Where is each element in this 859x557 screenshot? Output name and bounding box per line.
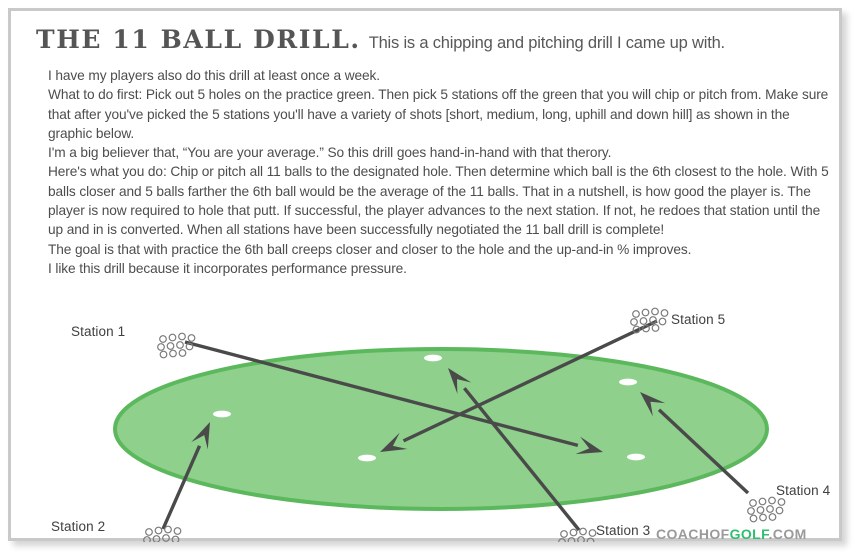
golf-ball — [588, 529, 597, 537]
golf-ball — [651, 307, 659, 316]
golf-ball — [642, 324, 650, 333]
shot-arrow-head — [380, 432, 408, 452]
ball-cluster — [558, 527, 597, 542]
golf-ball — [577, 536, 585, 542]
golf-ball — [558, 538, 566, 542]
shot-arrow-head — [575, 436, 603, 455]
golf-ball — [162, 534, 170, 542]
golf-ball — [143, 536, 151, 542]
hole-marker — [213, 410, 231, 418]
shot-arrows-group — [161, 319, 750, 532]
hole-marker — [358, 454, 376, 462]
golf-ball — [775, 506, 784, 515]
golf-ball — [178, 332, 186, 341]
golf-ball — [185, 342, 194, 351]
ball-cluster — [157, 332, 196, 359]
golf-ball — [173, 527, 182, 535]
hole-marker — [627, 453, 645, 461]
paragraph: I'm a big believer that, “You are your a… — [48, 145, 612, 161]
shot-arrow-shaft — [402, 319, 658, 443]
golf-ball — [166, 342, 175, 350]
golf-ball — [159, 335, 167, 343]
drill-diagram: Station 1 Station 2 Station 3 Station 4 Stat… — [11, 287, 839, 542]
golf-ball — [154, 526, 163, 535]
station-label-1: Station 1 — [71, 324, 126, 339]
golf-ball — [187, 334, 196, 342]
golf-ball — [178, 349, 187, 357]
golf-ball — [641, 308, 650, 317]
golf-ball — [747, 507, 755, 515]
page-title: THE 11 BALL DRILL. — [36, 25, 361, 54]
golf-ball — [660, 309, 669, 317]
golf-ball — [164, 525, 172, 534]
practice-green — [113, 347, 769, 511]
holes-group — [213, 354, 645, 462]
golf-ball — [579, 527, 587, 536]
golf-ball — [159, 350, 168, 359]
ball-clusters-group — [143, 307, 786, 542]
golf-ball — [569, 528, 578, 537]
golf-ball — [649, 316, 657, 324]
shot-arrow-shaft — [463, 387, 581, 532]
shot-arrow-head — [448, 368, 472, 394]
shot-arrow-shaft — [657, 408, 750, 495]
golf-ball — [651, 324, 660, 332]
golf-ball — [145, 528, 153, 536]
page-subtitle: This is a chipping and pitching drill I … — [368, 34, 725, 52]
logo-part-com: .COM — [768, 526, 807, 542]
golf-ball — [171, 535, 180, 542]
paragraph: I like this drill because it incorporate… — [48, 260, 407, 276]
coachofgolf-logo: COACHOFGOLF.COM — [656, 526, 807, 542]
golf-ball — [768, 513, 777, 521]
hole-marker — [424, 354, 442, 362]
station-label-4: Station 4 — [776, 483, 831, 498]
golf-ball — [749, 514, 758, 523]
paragraph: What to do first: Pick out 5 holes on th… — [48, 87, 829, 141]
shot-arrow-head — [640, 392, 666, 417]
station-label-5: Station 5 — [671, 312, 726, 327]
station-label-3: Station 3 — [596, 523, 651, 538]
golf-ball — [632, 325, 641, 334]
shot-arrow-shaft — [161, 445, 202, 530]
golf-ball — [176, 341, 184, 349]
logo-part-golf: GOLF — [729, 526, 769, 542]
golf-ball — [639, 317, 648, 325]
golf-ball — [567, 537, 576, 542]
diagram-canvas — [113, 307, 786, 542]
paragraph: The goal is that with practice the 6th b… — [48, 241, 692, 257]
golf-ball — [758, 497, 767, 506]
golf-ball — [157, 343, 165, 351]
logo-part-coachof: COACHOF — [656, 526, 730, 542]
poster-page: THE 11 BALL DRILL. This is a chipping and… — [8, 8, 842, 542]
golf-ball — [777, 498, 786, 506]
golf-ball — [759, 513, 767, 522]
golf-ball — [152, 535, 161, 542]
golf-ball — [630, 318, 638, 326]
paragraph: Here's what you do: Chip or pitch all 11… — [48, 164, 829, 238]
ball-cluster — [630, 307, 669, 334]
golf-ball — [749, 499, 757, 507]
shot-arrow-head — [191, 422, 210, 450]
golf-ball — [766, 505, 774, 513]
golf-ball — [768, 496, 776, 505]
golf-ball — [658, 317, 667, 326]
green-ellipse — [113, 347, 769, 511]
golf-ball — [632, 310, 640, 318]
header: THE 11 BALL DRILL. This is a chipping and… — [36, 25, 826, 59]
golf-ball — [169, 349, 177, 358]
golf-ball — [168, 333, 177, 342]
golf-ball — [756, 506, 765, 514]
station-label-2: Station 2 — [51, 519, 106, 534]
paragraph: I have my players also do this drill at … — [48, 68, 380, 83]
instructions-text: I have my players also do this drill at … — [48, 66, 834, 278]
hole-marker — [619, 378, 637, 386]
golf-ball — [560, 530, 568, 538]
ball-cluster — [747, 496, 786, 523]
ball-cluster — [143, 525, 182, 542]
shot-arrow-shaft — [184, 340, 579, 448]
golf-ball — [586, 537, 595, 542]
